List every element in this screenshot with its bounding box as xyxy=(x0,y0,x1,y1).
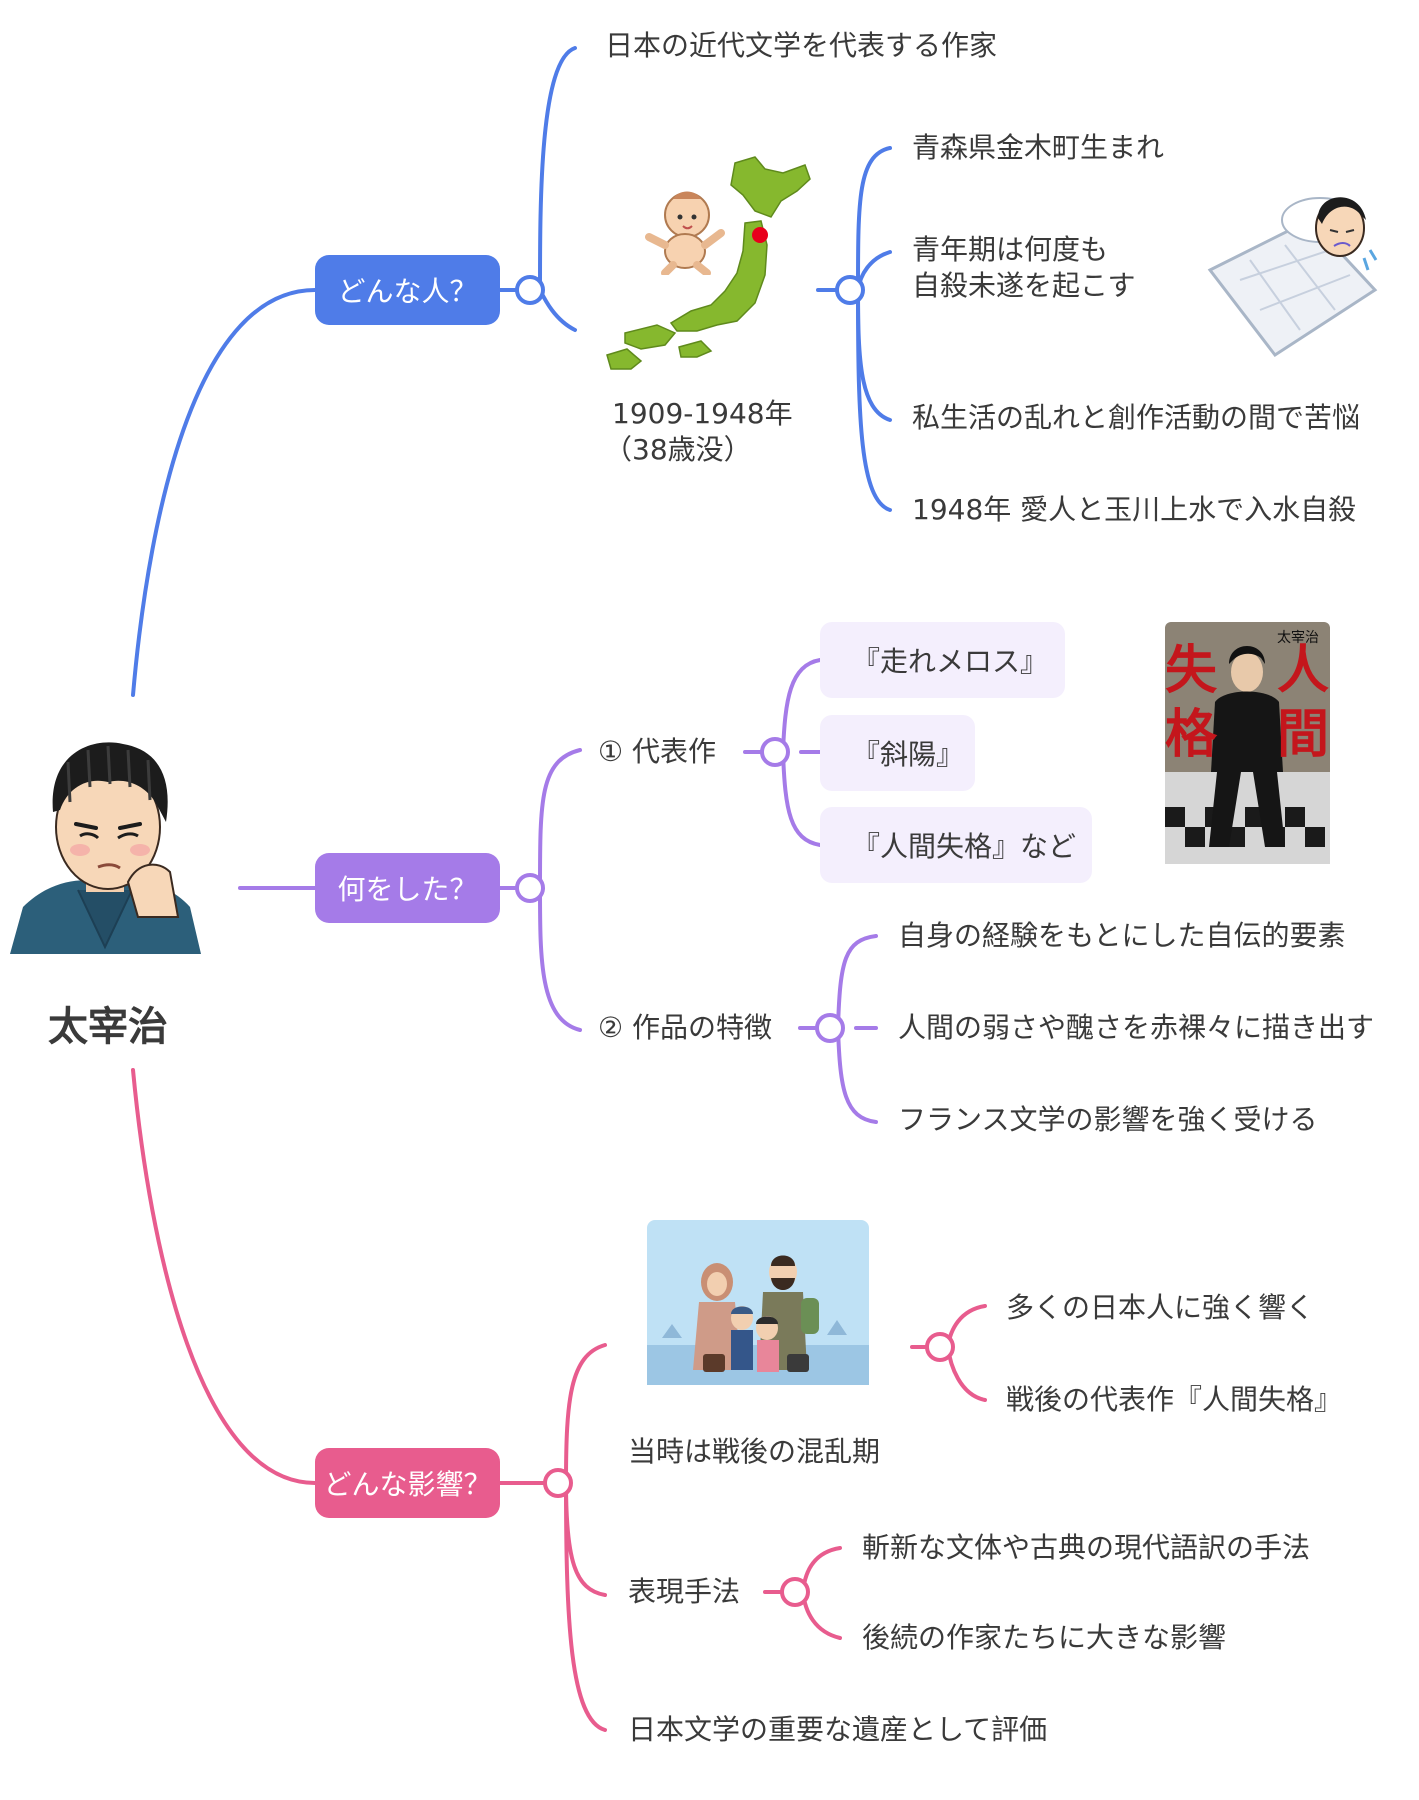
works-title: ① 代表作 xyxy=(598,735,717,768)
age-text: （38歳没） xyxy=(604,433,752,466)
era-text: 当時は戦後の混乱期 xyxy=(628,1435,881,1468)
method-item-style: 斬新な文体や古典の現代語訳の手法 xyxy=(862,1531,1311,1564)
work-item-shayo[interactable]: 『斜陽』 xyxy=(820,715,975,791)
book-author: 太宰治 xyxy=(1277,630,1319,646)
feature-autobiographical: 自身の経験をもとにした自伝的要素 xyxy=(898,919,1346,952)
root-label: 太宰治 xyxy=(48,1004,168,1050)
era-item-postwar-work: 戦後の代表作『人間失格』 xyxy=(1006,1383,1343,1416)
sick-in-bed-icon xyxy=(1207,197,1378,358)
branch-who-button[interactable]: どんな人？ xyxy=(315,255,500,325)
refugee-family-icon xyxy=(647,1220,869,1385)
fact-attempts-line2: 自殺未遂を起こす xyxy=(912,269,1136,302)
work-item-ningen-shikkaku[interactable]: 『人間失格』など xyxy=(820,807,1092,883)
fact-death: 1948年 愛人と玉川上水で入水自殺 xyxy=(912,493,1357,526)
book-cover-icon: 失 人 格 間 太宰治 xyxy=(1165,622,1330,864)
feature-french-influence: フランス文学の影響を強く受ける xyxy=(898,1103,1318,1136)
years-text: 1909-1948年 xyxy=(612,397,793,430)
legacy-text: 日本文学の重要な遺産として評価 xyxy=(628,1713,1048,1746)
fact-birthplace: 青森県金木町生まれ xyxy=(912,131,1165,164)
man-portrait-icon xyxy=(10,742,201,954)
method-item-influence: 後続の作家たちに大きな影響 xyxy=(862,1621,1227,1654)
method-title: 表現手法 xyxy=(628,1575,741,1608)
fact-attempts-line1: 青年期は何度も xyxy=(912,233,1109,266)
book-title-char: 人 xyxy=(1277,641,1329,701)
branch-impact-button[interactable]: どんな影響？ xyxy=(315,1448,500,1518)
fact-struggle: 私生活の乱れと創作活動の間で苦悩 xyxy=(912,401,1361,434)
branch-what-button[interactable]: 何をした？ xyxy=(315,853,500,923)
features-title: ② 作品の特徴 xyxy=(598,1011,773,1044)
era-item-resonated: 多くの日本人に強く響く xyxy=(1006,1291,1315,1324)
japan-map-icon xyxy=(606,156,811,370)
book-title-char: 間 xyxy=(1277,705,1329,765)
feature-human-weakness: 人間の弱さや醜さを赤裸々に描き出す xyxy=(898,1011,1375,1044)
work-item-run-melos[interactable]: 『走れメロス』 xyxy=(820,622,1065,698)
book-title-char: 格 xyxy=(1165,705,1218,765)
intro-text: 日本の近代文学を代表する作家 xyxy=(605,29,998,62)
baby-icon xyxy=(645,191,725,275)
book-title-char: 失 xyxy=(1165,641,1218,701)
